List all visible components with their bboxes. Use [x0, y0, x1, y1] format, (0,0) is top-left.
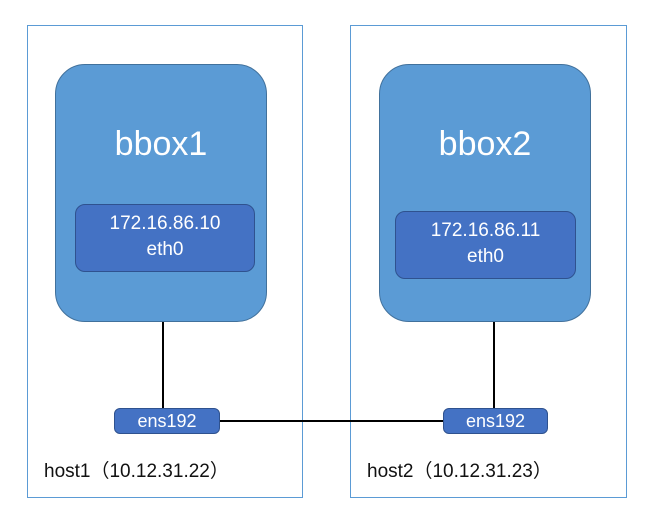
bbox1-iface-name: eth0 — [146, 239, 184, 260]
host2-label: host2（10.12.31.23） — [367, 461, 552, 482]
bbox2-iface-name: eth0 — [467, 246, 504, 267]
container-bbox1-title: bbox1 — [114, 125, 208, 163]
bbox1-eth0-interface: 172.16.86.10 eth0 — [75, 204, 255, 272]
bbox2-ip: 172.16.86.11 — [430, 220, 541, 241]
bbox1-ip: 172.16.86.10 — [109, 213, 221, 234]
container-bbox2-title: bbox2 — [438, 125, 532, 163]
host1-ens192-nic: ens192 — [114, 408, 220, 434]
host2-ens192-nic: ens192 — [443, 408, 548, 434]
host1-label: host1（10.12.31.22） — [44, 461, 229, 482]
bbox2-eth0-interface: 172.16.86.11 eth0 — [395, 211, 576, 279]
container-bbox1: bbox1 — [55, 64, 267, 322]
container-bbox2: bbox2 — [379, 64, 591, 322]
